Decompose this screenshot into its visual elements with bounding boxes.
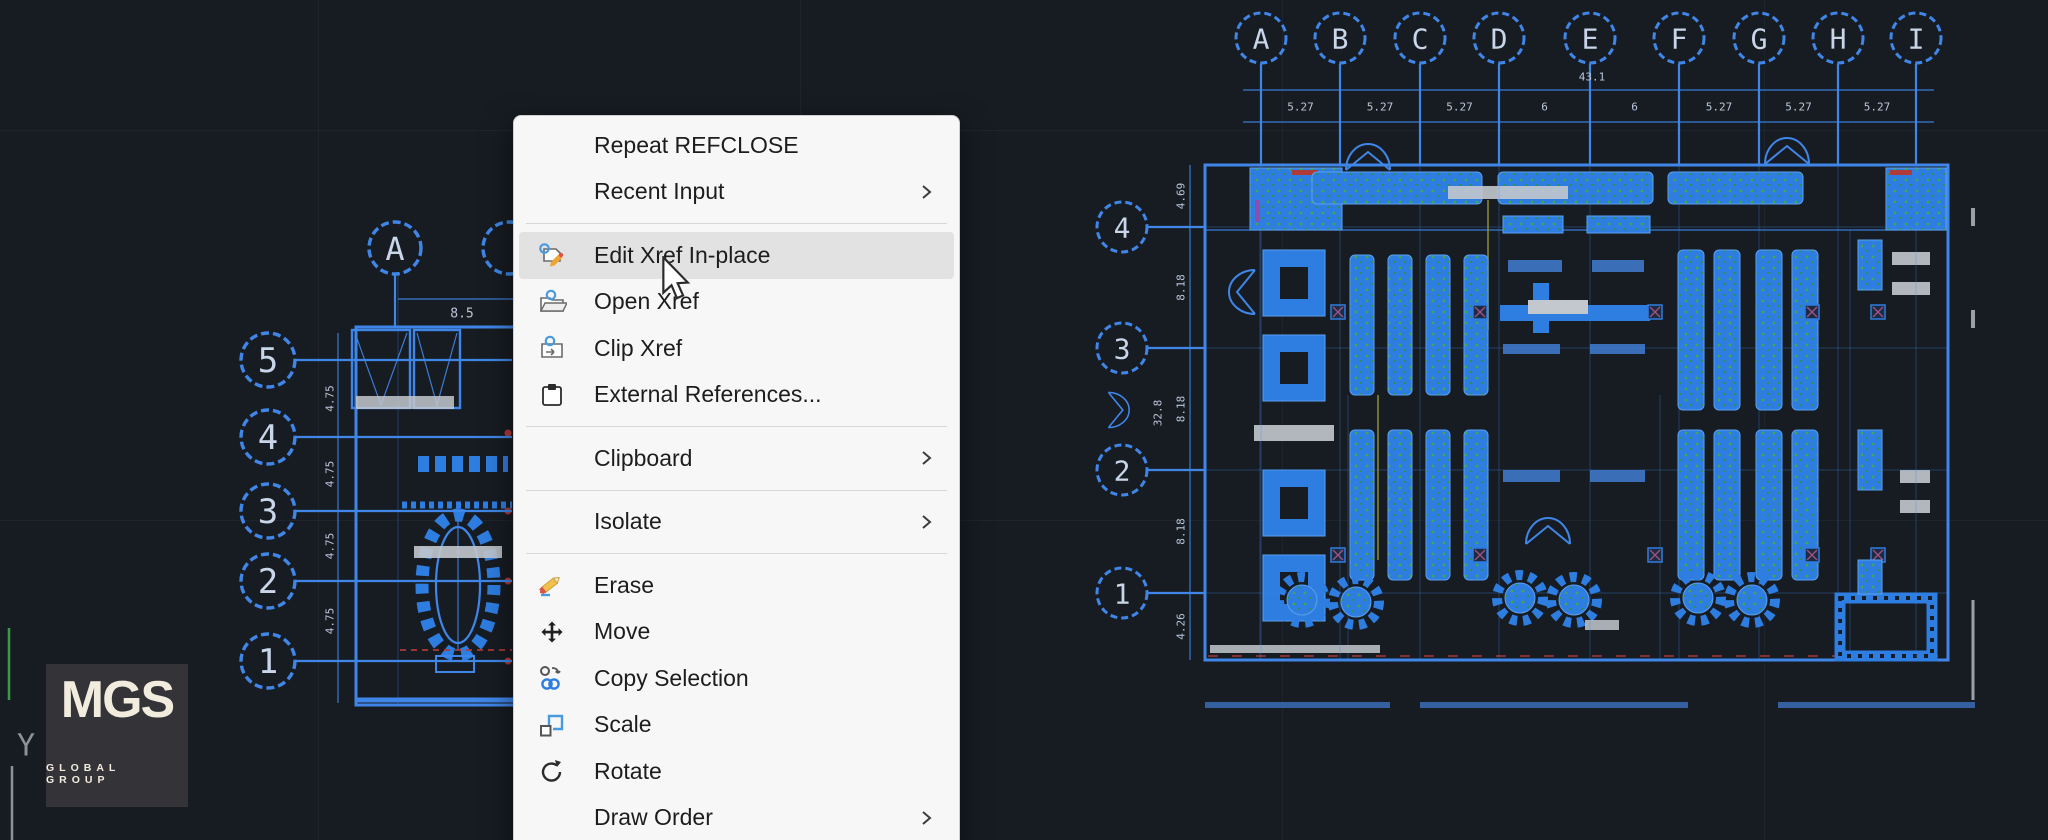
menu-separator	[526, 489, 947, 491]
menu-item-label: Scale	[594, 711, 652, 738]
external-references-icon	[535, 381, 569, 409]
copy-selection-icon	[535, 664, 569, 692]
svg-text:4.75: 4.75	[324, 533, 337, 560]
menu-item-label: Move	[594, 618, 651, 645]
menu-item-erase[interactable]: Erase	[519, 562, 954, 609]
logo-subtitle: GLOBAL GROUP	[46, 761, 121, 786]
menu-item-label: Edit Xref In-place	[594, 241, 771, 268]
erase-icon	[535, 571, 569, 599]
clip-xref-icon	[535, 334, 569, 362]
menu-item-isolate[interactable]: Isolate	[519, 499, 954, 546]
submenu-arrow-icon	[920, 183, 932, 201]
svg-text:5: 5	[258, 341, 278, 381]
svg-text:8.18: 8.18	[1175, 396, 1188, 423]
mouse-cursor	[662, 254, 702, 305]
svg-text:32.8: 32.8	[1152, 400, 1165, 427]
svg-text:2: 2	[258, 562, 278, 602]
svg-text:8.5: 8.5	[450, 307, 473, 322]
svg-text:4.69: 4.69	[1175, 183, 1188, 210]
svg-text:3: 3	[258, 492, 278, 532]
mgs-watermark-logo: MGS GLOBAL GROUP	[46, 664, 188, 807]
svg-text:4.26: 4.26	[1175, 613, 1188, 640]
menu-item-label: Erase	[594, 571, 655, 598]
menu-item-copy-selection[interactable]: Copy Selection	[519, 655, 954, 702]
menu-item-rotate[interactable]: Rotate	[519, 748, 954, 795]
svg-text:F: F	[1671, 23, 1688, 56]
menu-item-label: Copy Selection	[594, 664, 749, 691]
menu-item-clipboard[interactable]: Clipboard	[519, 435, 954, 482]
ucs-y-label: Y	[17, 729, 35, 764]
menu-item-label: Clip Xref	[594, 334, 683, 361]
scale-icon	[535, 711, 569, 739]
svg-text:4.75: 4.75	[324, 385, 337, 412]
menu-item-label: External References...	[594, 381, 822, 408]
svg-text:4.75: 4.75	[324, 608, 337, 635]
grid-and-dimension-labels: A B C D E F G H I 5.27 5.27 5.27 6 6 5.27 5.27 5.27 43.1 4…	[239, 11, 1948, 703]
mgs-logo-mark: MGS	[61, 674, 175, 748]
menu-separator	[526, 223, 947, 224]
svg-text:A: A	[385, 230, 404, 268]
svg-text:8.18: 8.18	[1175, 518, 1188, 545]
ucs-icon: Y	[7, 628, 35, 840]
menu-item-repeat-refclose[interactable]: Repeat REFCLOSE	[519, 122, 954, 169]
svg-text:4.75: 4.75	[324, 461, 337, 488]
menu-item-scale[interactable]: Scale	[519, 702, 954, 749]
svg-text:5.27: 5.27	[1367, 101, 1394, 114]
svg-text:G: G	[1751, 23, 1768, 56]
svg-text:5.27: 5.27	[1864, 101, 1891, 114]
svg-text:D: D	[1491, 23, 1508, 56]
svg-text:1: 1	[1114, 578, 1131, 611]
open-xref-icon	[535, 288, 569, 316]
svg-text:4: 4	[258, 418, 278, 458]
menu-item-label: Rotate	[594, 757, 662, 784]
svg-text:H: H	[1830, 23, 1847, 56]
svg-text:6: 6	[1631, 101, 1638, 114]
svg-text:6: 6	[1541, 101, 1548, 114]
svg-text:A: A	[1253, 23, 1270, 56]
svg-text:4: 4	[1114, 212, 1131, 245]
svg-text:I: I	[1908, 23, 1925, 56]
svg-text:43.1: 43.1	[1579, 71, 1606, 84]
svg-text:B: B	[1332, 23, 1349, 56]
menu-item-label: Repeat REFCLOSE	[594, 131, 799, 158]
menu-item-label: Isolate	[594, 508, 662, 535]
svg-text:5.27: 5.27	[1706, 101, 1733, 114]
menu-item-external-references[interactable]: External References...	[519, 372, 954, 419]
menu-item-clip-xref[interactable]: Clip Xref	[519, 325, 954, 372]
submenu-arrow-icon	[920, 449, 932, 467]
menu-item-edit-xref-in-place[interactable]: Edit Xref In-place	[519, 232, 954, 279]
menu-item-draw-order[interactable]: Draw Order	[519, 795, 954, 840]
edit-xref-icon	[535, 241, 569, 269]
menu-item-label: Clipboard	[594, 444, 693, 471]
move-icon	[535, 618, 569, 646]
svg-text:3: 3	[1114, 333, 1131, 366]
svg-text:5.27: 5.27	[1446, 101, 1473, 114]
menu-separator	[526, 426, 947, 427]
svg-text:C: C	[1412, 23, 1429, 56]
submenu-arrow-icon	[920, 809, 932, 827]
menu-item-label: Draw Order	[594, 804, 713, 831]
submenu-arrow-icon	[920, 513, 932, 531]
menu-item-recent-input[interactable]: Recent Input	[519, 169, 954, 216]
logo-title: MGS	[60, 670, 175, 729]
menu-item-move[interactable]: Move	[519, 609, 954, 656]
menu-item-label: Recent Input	[594, 178, 725, 205]
svg-text:8.18: 8.18	[1175, 274, 1188, 301]
svg-text:E: E	[1582, 23, 1599, 56]
svg-text:5.27: 5.27	[1287, 101, 1314, 114]
svg-text:1: 1	[258, 642, 278, 682]
svg-text:5.27: 5.27	[1785, 101, 1812, 114]
right-plan-furniture	[1107, 137, 1947, 662]
rotate-icon	[535, 757, 569, 785]
menu-separator	[526, 553, 947, 554]
menu-item-open-xref[interactable]: Open Xref	[519, 279, 954, 326]
svg-text:2: 2	[1114, 455, 1131, 488]
